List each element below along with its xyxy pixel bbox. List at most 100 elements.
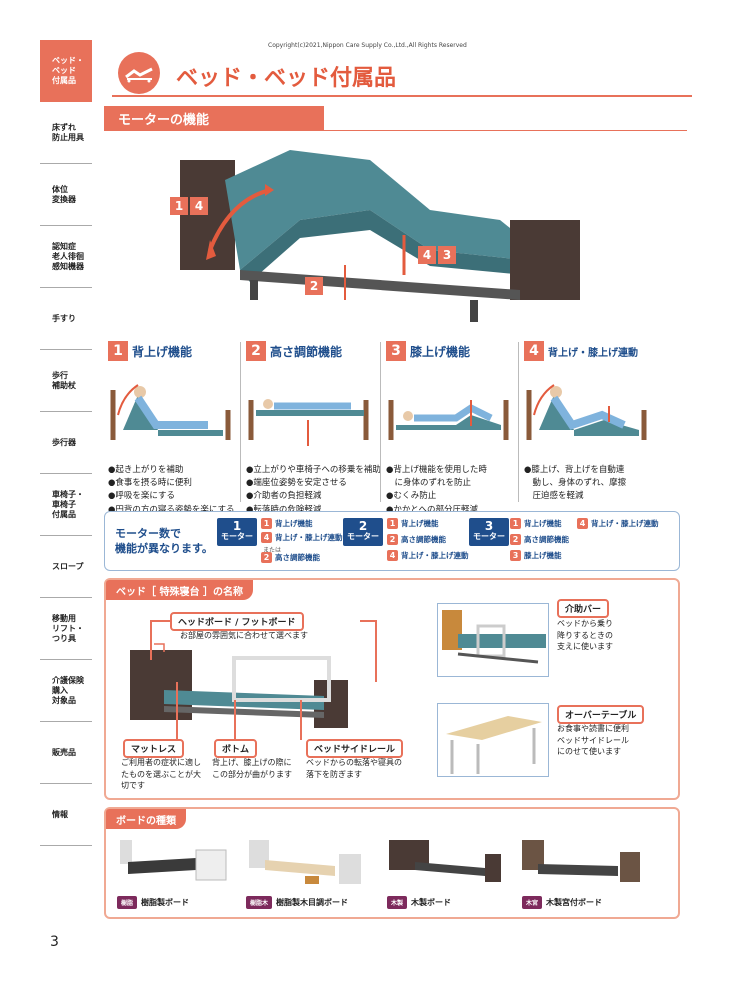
board-tag: 樹脂 — [117, 896, 138, 909]
sidebar-item-label: 販売品 — [52, 747, 76, 757]
column-divider — [380, 342, 381, 502]
function-bullet: に身体のずれを防止 — [386, 478, 472, 489]
sidebar-item-wheelchair[interactable]: 車椅子・ 車椅子 付属品 — [40, 474, 92, 536]
wooden-board-photo — [389, 840, 501, 882]
sidebar-item-label: ベッド・ ベッド 付属品 — [52, 56, 84, 85]
sidebar-item-lift[interactable]: 移動用 リフト・ つり具 — [40, 598, 92, 660]
assist-bar-desc: ベッドから乗り 降りするときの 支えに使います — [557, 619, 613, 652]
sidebar-item-label: 歩行器 — [52, 437, 76, 447]
function-badge: 4 — [190, 197, 208, 215]
motor-count: 3 — [484, 519, 494, 533]
column-divider — [518, 342, 519, 502]
linked-raise-illustration — [526, 384, 647, 440]
height-adjust-illustration — [248, 399, 369, 446]
motor-count: 2 — [358, 519, 368, 533]
board-name: 樹脂製木目調ボード — [276, 898, 349, 907]
motor-section-header: モーターの機能 — [104, 106, 687, 134]
sidebar-item-label: スロープ — [52, 561, 84, 571]
motor-chip-text: モーター — [347, 532, 379, 542]
function-name: 背上げ機能 — [132, 344, 193, 359]
sidebar-item-insurance-purchase[interactable]: 介護保険 購入 対象品 — [40, 660, 92, 722]
sidebar-item-cane[interactable]: 歩行 補助杖 — [40, 350, 92, 412]
sidebar-item-label: 介護保険 購入 対象品 — [52, 675, 84, 705]
function-bullet: ●円背の方の寝る姿勢を楽にする — [108, 504, 235, 515]
board-name: 木製宮付ボード — [546, 898, 603, 907]
mattress-label: マットレス — [123, 739, 185, 758]
sidebar-item-handrail[interactable]: 手すり — [40, 288, 92, 350]
over-table-photo — [437, 703, 549, 777]
bottom-label: ボトム — [214, 739, 258, 758]
board-name: 樹脂製ボード — [141, 898, 190, 907]
board-item: 樹脂木樹脂製木目調ボード — [246, 896, 348, 909]
board-item: 樹脂樹脂製ボード — [117, 896, 189, 909]
side-rail-desc: ベッドからの転落や寝具の 落下を防ぎます — [306, 758, 402, 779]
resin-woodgrain-board-photo — [249, 840, 361, 884]
sidebar-item-sales[interactable]: 販売品 — [40, 722, 92, 784]
page-title: ベッド・ベッド付属品 — [176, 66, 397, 91]
board-tag: 木宮 — [522, 896, 543, 909]
leader-line — [150, 620, 152, 660]
leader-line — [360, 620, 376, 622]
sidebar-item-label: 認知症 老人徘徊 感知機器 — [52, 241, 84, 271]
sidebar-item-info[interactable]: 情報 — [40, 784, 92, 846]
function-bullet: 圧迫感を軽減 — [524, 491, 584, 502]
knee-raise-illustration — [388, 400, 509, 440]
copyright-text: Copyright(c)2021,Nippon Care Supply Co.,… — [268, 42, 467, 49]
motor-chip-text: モーター — [473, 532, 505, 542]
sidebar-item-label: 情報 — [52, 809, 68, 819]
sidebar-item-walker[interactable]: 歩行器 — [40, 412, 92, 474]
sidebar-item-label: 手すり — [52, 313, 76, 323]
board-item: 木製木製ボード — [387, 896, 451, 909]
headboard-label: ヘッドボード / フットボード — [170, 612, 304, 631]
motor-count-label: モーター数で 機能が異なります。 — [115, 527, 213, 556]
bed-names-panel: ベッド［ 特殊寝台 ］の名称 — [104, 578, 680, 800]
function-name: 高さ調節機能 — [270, 344, 343, 359]
over-table-desc: お食事や読書に便利 ベッドサイドレール にのせて使います — [557, 724, 629, 757]
sidebar-item-dementia-sensor[interactable]: 認知症 老人徘徊 感知機器 — [40, 226, 92, 288]
resin-board-photo — [120, 840, 227, 881]
function-bullet: ●むくみ防止 — [386, 491, 437, 502]
mattress-desc: ご利用者の症状に適し たものを選ぶことが大 切です — [121, 758, 201, 791]
side-rail-label: ベッドサイドレール — [306, 739, 404, 758]
over-table-label: オーバーテーブル — [557, 705, 645, 724]
sidebar-item-bedsore[interactable]: 床ずれ 防止用具 — [40, 102, 92, 164]
board-tag: 木製 — [387, 896, 408, 909]
function-number: 2 — [246, 341, 266, 361]
function-bullet: ●端座位姿勢を安定させる — [246, 478, 347, 489]
leader-line — [234, 700, 236, 740]
bed-parts-illustration — [130, 643, 348, 728]
function-number: 4 — [524, 341, 544, 361]
function-name: 背上げ・膝上げ連動 — [548, 347, 638, 359]
leader-line — [150, 620, 172, 622]
leader-line — [300, 700, 302, 740]
assist-bar-label: 介助バー — [557, 599, 610, 618]
hero-badge-2: 2 — [305, 275, 325, 295]
panel-title: ベッド［ 特殊寝台 ］の名称 — [106, 580, 253, 600]
motor-or-text: または — [263, 547, 282, 554]
panel-title: ボードの種類 — [106, 809, 186, 829]
function-bullet: ●介助者の負担軽減 — [246, 491, 322, 502]
motor-chip-text: モーター — [221, 532, 253, 542]
function-badge: 4 — [418, 246, 436, 264]
sidebar-item-positioning[interactable]: 体位 変換器 — [40, 164, 92, 226]
sidebar-item-slope[interactable]: スロープ — [40, 536, 92, 598]
board-tag: 樹脂木 — [246, 896, 273, 909]
function-bullet: ●起き上がりを補助 — [108, 465, 184, 475]
function-name: 膝上げ機能 — [410, 344, 471, 359]
leader-line — [375, 620, 377, 682]
page-number: 3 — [50, 934, 59, 950]
sidebar-item-bed[interactable]: ベッド・ ベッド 付属品 — [40, 40, 92, 102]
sidebar-item-label: 体位 変換器 — [52, 184, 76, 204]
